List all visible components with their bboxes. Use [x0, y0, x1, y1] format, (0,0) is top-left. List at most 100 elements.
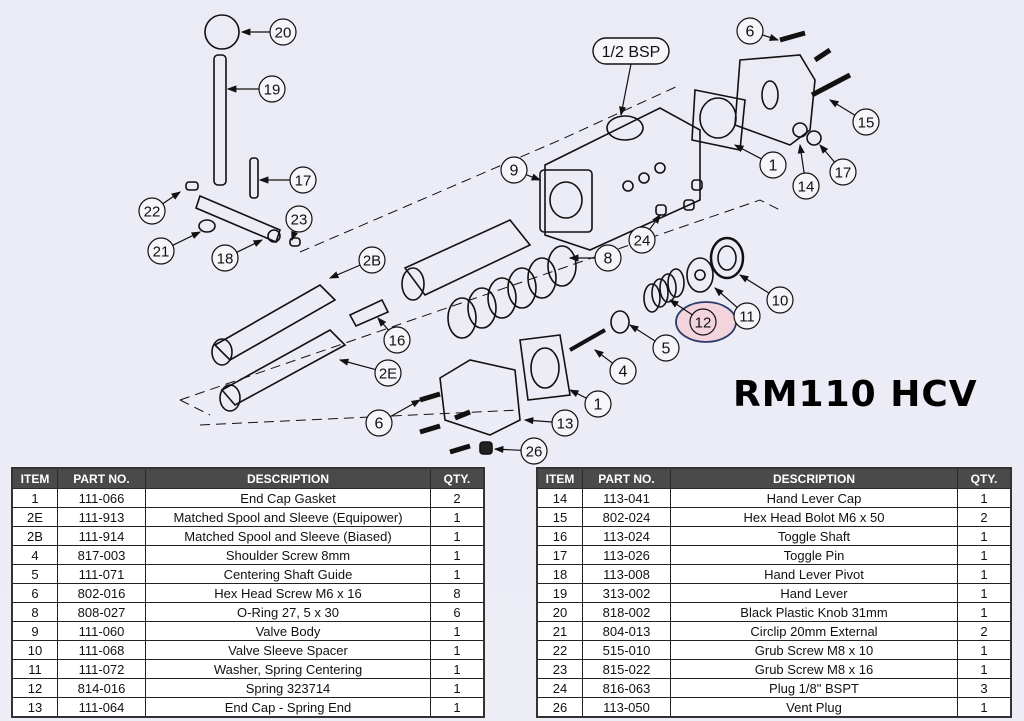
callout-label: 21 [153, 244, 170, 261]
cell-description: Grub Screw M8 x 10 [670, 640, 958, 660]
cell-item: 5 [11, 564, 58, 584]
cell-qty: 1 [430, 507, 485, 527]
cell-qty: 1 [430, 640, 485, 660]
cell-qty: 1 [957, 564, 1012, 584]
circlip-part [198, 219, 216, 233]
cell-part-no: 113-008 [582, 564, 671, 584]
cell-part-no: 113-026 [582, 545, 671, 565]
callout-label: 20 [275, 25, 292, 42]
cell-qty: 2 [957, 507, 1012, 527]
callout-label: 12 [695, 315, 712, 332]
cell-item: 13 [11, 697, 58, 718]
cell-description: O-Ring 27, 5 x 30 [145, 602, 431, 622]
cell-description: Valve Sleeve Spacer [145, 640, 431, 660]
callout-label: 13 [557, 416, 574, 433]
cell-qty: 1 [957, 697, 1012, 718]
spring-part [643, 268, 685, 313]
callout-label: 4 [619, 364, 628, 381]
table-header-row: ITEM PART NO. DESCRIPTION QTY. [536, 467, 1012, 489]
cell-part-no: 818-002 [582, 602, 671, 622]
callout-label: 22 [144, 204, 161, 221]
callout-label: 1 [594, 397, 603, 414]
cell-qty: 2 [957, 621, 1012, 641]
callout-label: 10 [772, 293, 789, 310]
header-item: ITEM [11, 467, 58, 489]
header-description: DESCRIPTION [145, 467, 431, 489]
model-title: RM110 HCV [733, 374, 978, 415]
callout-label: 2B [363, 253, 381, 270]
cell-item: 18 [536, 564, 583, 584]
cell-description: Valve Body [145, 621, 431, 641]
o-rings-part [447, 245, 577, 339]
header-part-no: PART NO. [582, 467, 671, 489]
callout-11: 11 [714, 287, 761, 330]
callout-label: 11 [739, 309, 755, 326]
cell-part-no: 111-066 [57, 488, 146, 508]
cell-description: Hand Lever Pivot [670, 564, 958, 584]
cell-item: 14 [536, 488, 583, 508]
cell-part-no: 111-071 [57, 564, 146, 584]
callout-label: 6 [375, 416, 384, 433]
cell-description: Matched Spool and Sleeve (Biased) [145, 526, 431, 546]
cell-qty: 1 [430, 659, 485, 679]
header-qty: QTY. [957, 467, 1012, 489]
callout-14: 14 [792, 143, 820, 200]
cell-item: 2E [11, 507, 58, 527]
cell-item: 23 [536, 659, 583, 679]
assembly-guide-lines [179, 84, 781, 426]
header-item: ITEM [536, 467, 583, 489]
cell-qty: 1 [957, 640, 1012, 660]
callout-17: 17 [819, 144, 857, 186]
cell-qty: 1 [957, 583, 1012, 603]
callout-23: 23 [285, 205, 313, 242]
callout-8: 8 [568, 244, 622, 272]
cell-description: Hand Lever Cap [670, 488, 958, 508]
cell-qty: 1 [957, 659, 1012, 679]
cell-qty: 1 [957, 545, 1012, 565]
cell-item: 22 [536, 640, 583, 660]
knob-part [204, 14, 240, 50]
cell-item: 8 [11, 602, 58, 622]
cell-item: 6 [11, 583, 58, 603]
callout-18: 18 [211, 239, 264, 272]
callout-label: 16 [389, 333, 406, 350]
cell-part-no: 808-027 [57, 602, 146, 622]
callout-label: 24 [634, 233, 651, 250]
callout-label: 15 [858, 115, 875, 132]
cell-description: Black Plastic Knob 31mm [670, 602, 958, 622]
callout-4: 4 [594, 349, 637, 385]
cell-part-no: 111-060 [57, 621, 146, 641]
callout-26: 26 [493, 437, 548, 465]
cell-qty: 1 [430, 564, 485, 584]
cell-item: 2B [11, 526, 58, 546]
cell-description: Plug 1/8" BSPT [670, 678, 958, 698]
cell-part-no: 113-024 [582, 526, 671, 546]
cell-part-no: 804-013 [582, 621, 671, 641]
cell-item: 24 [536, 678, 583, 698]
end-cap-part [439, 359, 521, 436]
cell-description: Spring 323714 [145, 678, 431, 698]
cell-item: 9 [11, 621, 58, 641]
cell-item: 1 [11, 488, 58, 508]
header-description: DESCRIPTION [670, 467, 958, 489]
cell-part-no: 313-002 [582, 583, 671, 603]
cell-description: Matched Spool and Sleeve (Equipower) [145, 507, 431, 527]
cell-qty: 3 [957, 678, 1012, 698]
cell-part-no: 816-063 [582, 678, 671, 698]
callout-5: 5 [628, 324, 680, 362]
cell-description: Hex Head Bolot M6 x 50 [670, 507, 958, 527]
hand-lever-part [213, 54, 227, 186]
callout-24: 24 [628, 214, 661, 254]
